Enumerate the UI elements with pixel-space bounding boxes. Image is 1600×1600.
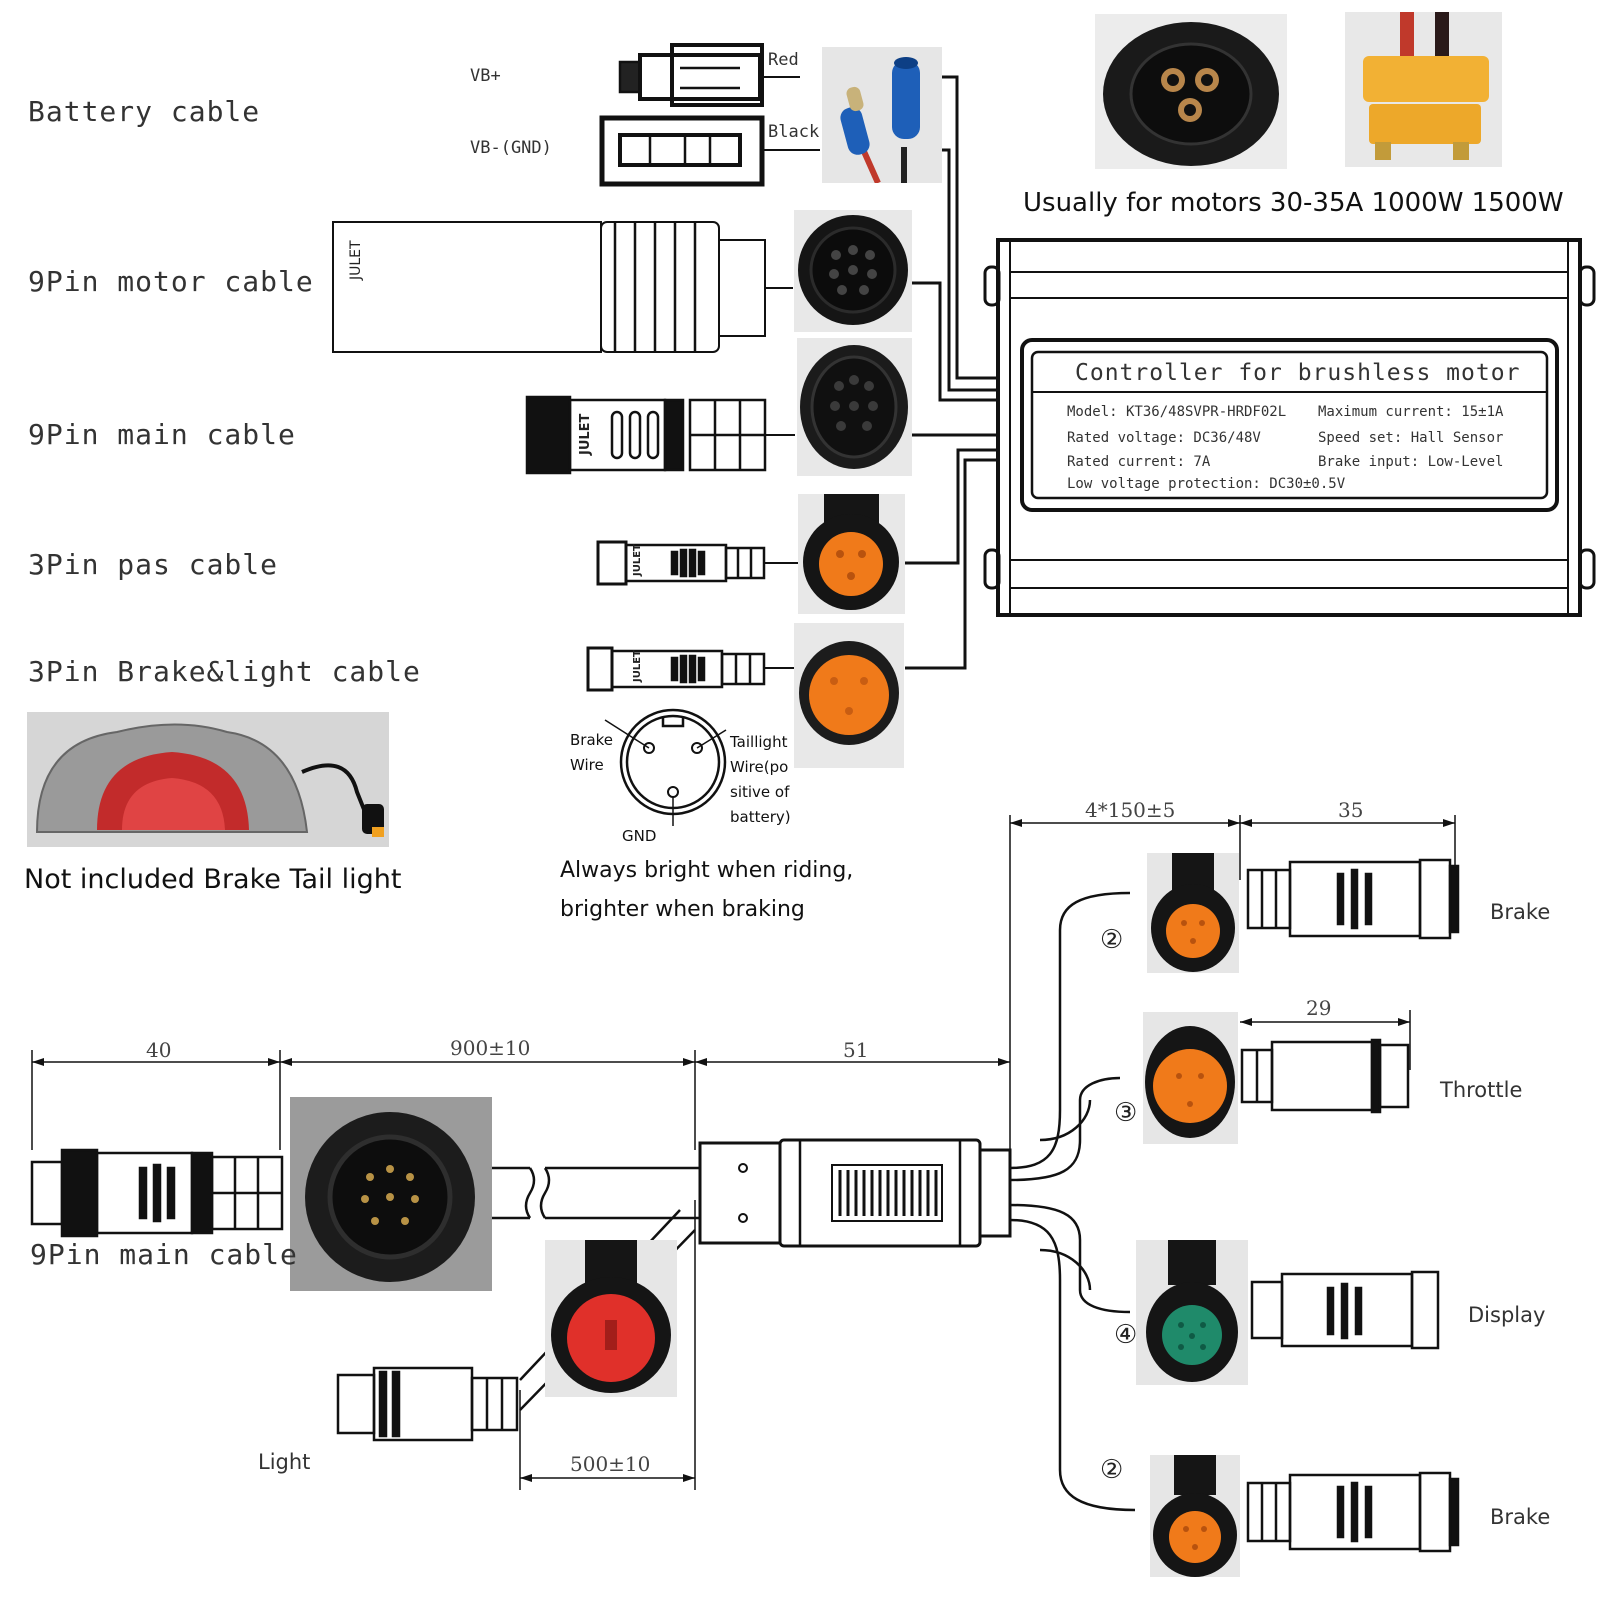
- brake-bottom-photo: [1150, 1455, 1240, 1577]
- taillight-wire-label: Taillight Wire(po sitive of battery): [730, 733, 791, 826]
- dimension-lines: [31, 815, 1456, 1490]
- main-connector-outline: [525, 395, 795, 475]
- splitter-grille: [831, 1164, 943, 1222]
- controller-title: Controller for brushless motor: [1075, 360, 1521, 386]
- julet-mark-pas: JULET: [632, 544, 643, 576]
- harness-main-label: 9Pin main cable: [30, 1238, 298, 1271]
- dim-900: 900±10: [450, 1036, 531, 1060]
- dim-40: 40: [146, 1038, 172, 1062]
- branch-2-number: ③: [1114, 1098, 1138, 1128]
- tail-light-photo: [27, 712, 389, 847]
- motor-note: Usually for motors 30-35A 1000W 1500W: [1023, 188, 1564, 218]
- controller-box: [983, 238, 1596, 617]
- light-connector-photo: [545, 1240, 677, 1397]
- pas-connector-photo: [798, 494, 905, 614]
- harness-main-connector-photo: [290, 1097, 492, 1291]
- battery-cable-label: Battery cable: [28, 95, 261, 128]
- julet-mark-motor: JULET: [348, 240, 364, 280]
- throttle-photo: [1143, 1012, 1238, 1144]
- harness-main-wire: [490, 1166, 700, 1220]
- gnd-label: GND: [622, 827, 657, 845]
- harness-branches: [1009, 891, 1136, 1512]
- pin-note-line2: brighter when braking: [560, 897, 805, 922]
- spec-low-voltage: Low voltage protection: DC30±0.5V: [1067, 476, 1346, 492]
- throttle-plug: [1240, 1038, 1410, 1114]
- splitter-stripes: [838, 1170, 938, 1216]
- dim-500: 500±10: [570, 1452, 651, 1476]
- black-wire-label: Black: [768, 122, 820, 142]
- spec-speed-set: Speed set: Hall Sensor: [1318, 430, 1504, 446]
- branch-3-label: Display: [1468, 1303, 1546, 1327]
- brake-plug-bottom: [1246, 1471, 1460, 1553]
- vb-negative-label: VB-(GND): [470, 138, 552, 158]
- pas-cable-label: 3Pin pas cable: [28, 548, 279, 581]
- spec-max-current: Maximum current: 15±1A: [1318, 404, 1504, 420]
- battery-connector-photo: [822, 47, 942, 185]
- julet-mark-main: JULET: [578, 413, 593, 455]
- controller-wires: [905, 75, 998, 670]
- branch-4-number: ②: [1100, 1455, 1124, 1485]
- pin-note-line1: Always bright when riding,: [560, 858, 854, 883]
- battery-negative-connector: [599, 115, 820, 187]
- dim-29: 29: [1306, 996, 1332, 1020]
- dimension-arrows: [32, 819, 1455, 1482]
- display-photo: [1136, 1240, 1248, 1385]
- dim-35: 35: [1338, 798, 1364, 822]
- main-connector-photo: [797, 338, 912, 476]
- motor-connector-photo: [794, 210, 912, 332]
- spec-model: Model: KT36/48SVPR-HRDF02L: [1067, 404, 1287, 420]
- brake-light-cable-label: 3Pin Brake&light cable: [28, 655, 421, 688]
- branch-2-label: Throttle: [1440, 1078, 1523, 1102]
- round-connector-photo: [1095, 14, 1287, 169]
- brake-light-connector-photo: [794, 623, 904, 768]
- pas-connector-outline: [596, 540, 800, 586]
- light-label: Light: [258, 1450, 311, 1474]
- spec-brake-input: Brake input: Low-Level: [1318, 454, 1504, 470]
- display-plug: [1250, 1270, 1440, 1350]
- spec-rated-current: Rated current: 7A: [1067, 454, 1211, 470]
- vb-positive-label: VB+: [470, 66, 501, 86]
- dim-51: 51: [843, 1038, 869, 1062]
- splitter-body: [698, 1138, 1012, 1248]
- brake-light-connector-outline: [586, 646, 795, 692]
- motor-connector-outline: [332, 221, 793, 353]
- brake-top-photo: [1147, 853, 1239, 973]
- pin-diagram: [604, 708, 727, 826]
- motor-cable-label: 9Pin motor cable: [28, 265, 314, 298]
- red-wire-label: Red: [768, 50, 799, 70]
- branch-1-label: Brake: [1490, 900, 1551, 924]
- dim-4x150: 4*150±5: [1085, 798, 1176, 822]
- harness-main-plug: [30, 1148, 284, 1238]
- tail-light-caption: Not included Brake Tail light: [24, 864, 402, 895]
- xt-connector-photo: [1345, 12, 1502, 167]
- spec-rated-voltage: Rated voltage: DC36/48V: [1067, 430, 1261, 446]
- branch-1-number: ②: [1100, 925, 1124, 955]
- brake-plug-top: [1246, 858, 1460, 940]
- main-cable-label: 9Pin main cable: [28, 418, 296, 451]
- branch-3-number: ④: [1114, 1320, 1138, 1350]
- branch-4-label: Brake: [1490, 1505, 1551, 1529]
- brake-wire-label: Brake Wire: [570, 731, 614, 774]
- julet-mark-brake: JULET: [632, 650, 643, 682]
- battery-positive-connector: [618, 43, 800, 107]
